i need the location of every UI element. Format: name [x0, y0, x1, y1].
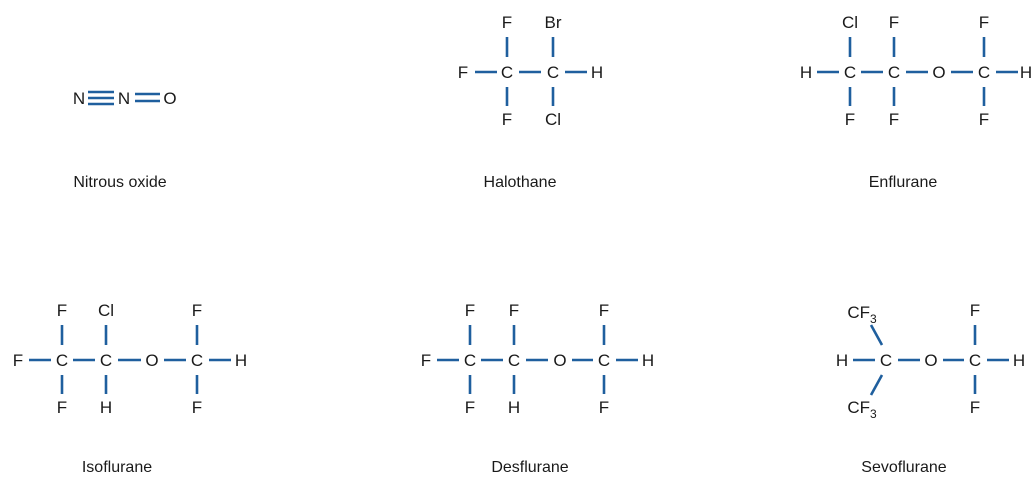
atom-f-top-2: F — [889, 13, 899, 32]
atom-h-left: H — [800, 63, 812, 82]
atom-cf3-bottom: CF3 — [847, 398, 877, 421]
caption-nitrous-oxide: Nitrous oxide — [73, 174, 166, 191]
atom-h-right: H — [235, 351, 247, 370]
atom-f-left: F — [13, 351, 23, 370]
atom-c1: C — [56, 351, 68, 370]
nitrous-oxide-structure: N N O — [73, 89, 177, 108]
atom-c1: C — [464, 351, 476, 370]
atom-f-left: F — [458, 63, 468, 82]
atom-f-bottom-3: F — [192, 398, 202, 417]
atom-cf3-top: CF3 — [847, 303, 877, 326]
halothane-structure: F Br F C C H F Cl — [458, 13, 603, 129]
enflurane-structure: Cl F F H C C O C H F F F — [800, 13, 1032, 129]
atom-f-top-2: F — [509, 301, 519, 320]
atom-n1: N — [73, 89, 85, 108]
atom-cl-top: Cl — [98, 301, 114, 320]
atom-c1: C — [844, 63, 856, 82]
atom-c2: C — [888, 63, 900, 82]
atom-o: O — [163, 89, 176, 108]
desflurane-structure: F F F F C C O C H F H F — [421, 301, 654, 417]
atom-f-top: F — [970, 301, 980, 320]
atom-c2: C — [508, 351, 520, 370]
atom-f-bottom-1: F — [57, 398, 67, 417]
atom-c2: C — [969, 351, 981, 370]
caption-enflurane: Enflurane — [869, 174, 938, 191]
atom-h-right: H — [642, 351, 654, 370]
atom-f-bottom-2: F — [889, 110, 899, 129]
atom-c3: C — [598, 351, 610, 370]
atom-c1: C — [880, 351, 892, 370]
atom-h-bottom: H — [100, 398, 112, 417]
atom-c3: C — [978, 63, 990, 82]
atom-f-top-3: F — [599, 301, 609, 320]
caption-sevoflurane: Sevoflurane — [861, 459, 946, 476]
atom-cl-top: Cl — [842, 13, 858, 32]
atom-f-left: F — [421, 351, 431, 370]
atom-f-bottom-1: F — [845, 110, 855, 129]
isoflurane-structure: F Cl F F C C O C H F H F — [13, 301, 247, 417]
atom-f-top-3: F — [979, 13, 989, 32]
atom-o: O — [553, 351, 566, 370]
atom-br-top: Br — [545, 13, 562, 32]
atom-h-right: H — [591, 63, 603, 82]
bond-c1-cf3-top — [869, 324, 884, 346]
atom-f-bottom-3: F — [979, 110, 989, 129]
atom-c3: C — [191, 351, 203, 370]
atom-o: O — [145, 351, 158, 370]
sevoflurane-structure: CF3 F H C O C H CF3 F — [836, 301, 1025, 421]
atom-f-bottom-3: F — [599, 398, 609, 417]
atom-h-left: H — [836, 351, 848, 370]
caption-desflurane: Desflurane — [491, 459, 568, 476]
atom-n2: N — [118, 89, 130, 108]
atom-f-top-1: F — [465, 301, 475, 320]
atom-f-top-3: F — [192, 301, 202, 320]
atom-f-top-1: F — [57, 301, 67, 320]
bond-c1-cf3-bottom — [869, 374, 884, 396]
atom-f-top: F — [502, 13, 512, 32]
atom-f-bottom: F — [970, 398, 980, 417]
atom-h-right: H — [1013, 351, 1025, 370]
atom-c2: C — [100, 351, 112, 370]
atom-o: O — [924, 351, 937, 370]
caption-isoflurane: Isoflurane — [82, 459, 152, 476]
atom-h-bottom: H — [508, 398, 520, 417]
atom-f-bottom-1: F — [465, 398, 475, 417]
atom-f-bottom: F — [502, 110, 512, 129]
atom-c1: C — [501, 63, 513, 82]
atom-c2: C — [547, 63, 559, 82]
atom-cl-bottom: Cl — [545, 110, 561, 129]
atom-o: O — [932, 63, 945, 82]
caption-halothane: Halothane — [484, 174, 557, 191]
atom-h-right: H — [1020, 63, 1032, 82]
